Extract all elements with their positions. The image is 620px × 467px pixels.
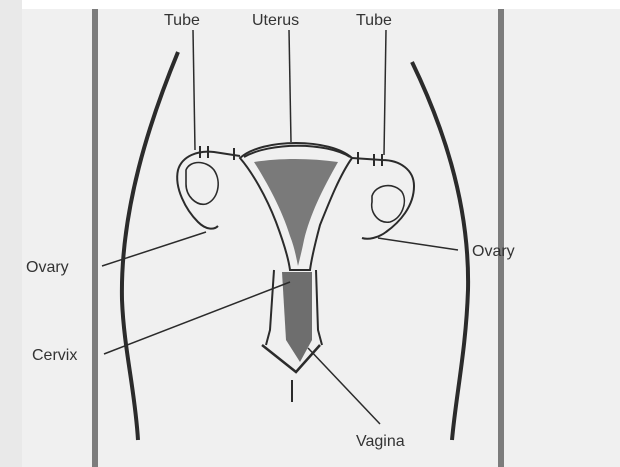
ovary-right bbox=[372, 186, 405, 223]
right-frame-bar bbox=[498, 9, 504, 467]
label-tube-left: Tube bbox=[164, 12, 200, 29]
ovary-left bbox=[186, 163, 218, 205]
label-tube-right: Tube bbox=[356, 12, 392, 29]
body-outline-right bbox=[412, 62, 468, 440]
body-outline-left bbox=[122, 52, 178, 440]
label-ovary-right: Ovary bbox=[472, 243, 515, 260]
canal-arrow bbox=[262, 345, 320, 372]
left-frame-bar bbox=[92, 9, 98, 467]
label-vagina: Vagina bbox=[356, 433, 405, 450]
label-cervix: Cervix bbox=[32, 347, 77, 364]
label-uterus: Uterus bbox=[252, 12, 299, 29]
label-ovary-left: Ovary bbox=[26, 259, 69, 276]
